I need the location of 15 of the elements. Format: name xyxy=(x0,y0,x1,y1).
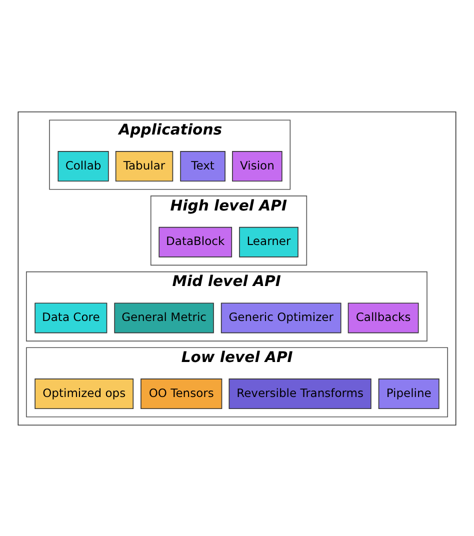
node-box: Data Core xyxy=(34,302,108,333)
node-box: OO Tensors xyxy=(140,378,222,409)
node-box: Tabular xyxy=(115,150,174,182)
node-box: Optimized ops xyxy=(34,378,134,409)
node-box: Collab xyxy=(58,150,109,182)
node-box: Pipeline xyxy=(378,378,440,409)
node-box: Vision xyxy=(232,150,282,182)
node-box: Callbacks xyxy=(348,302,419,333)
node-box: Text xyxy=(180,150,226,182)
cluster xyxy=(18,110,456,426)
node-box: Learner xyxy=(239,226,298,257)
node-box: Reversible Transforms xyxy=(228,378,372,409)
node-box: DataBlock xyxy=(158,226,232,257)
node-box: Generic Optimizer xyxy=(220,302,342,333)
node-box: General Metric xyxy=(114,302,214,333)
